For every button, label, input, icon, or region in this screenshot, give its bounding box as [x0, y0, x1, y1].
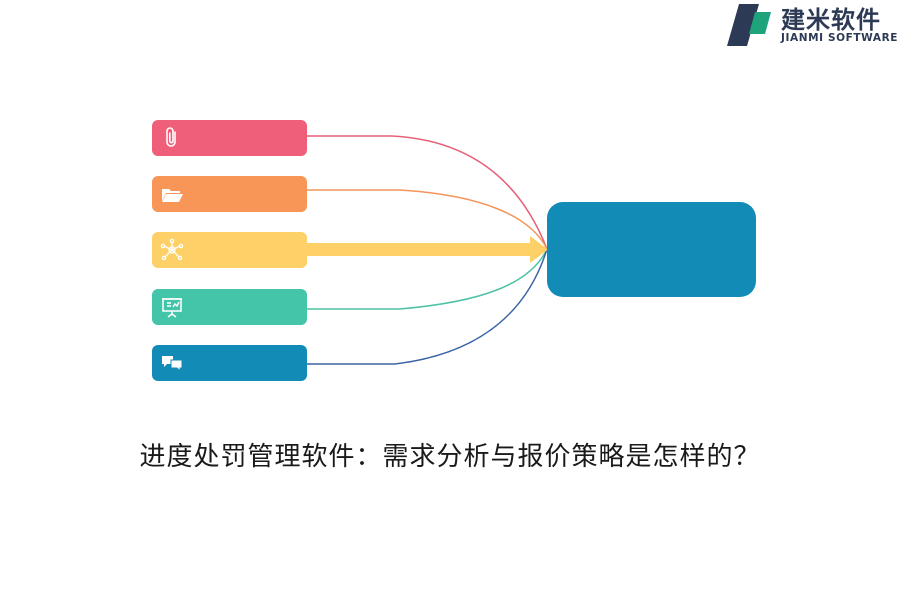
connector-line-2 — [307, 189, 548, 250]
diagram-hub — [547, 202, 756, 297]
connector-line-4 — [307, 248, 548, 310]
connector-line-1 — [307, 135, 548, 250]
diagram-node-5 — [152, 345, 307, 381]
network-icon — [160, 238, 184, 261]
brand-logo-mark-icon — [727, 4, 771, 46]
folder-open-icon — [162, 189, 183, 202]
connector-arrow-head — [530, 236, 548, 263]
brand-name-en: JIANMI SOFTWARE — [781, 32, 899, 44]
diagram-node-4 — [152, 289, 307, 325]
brand-name-cn: 建米软件 — [781, 6, 881, 34]
page-title: 进度处罚管理软件：需求分析与报价策略是怎样的？ — [139, 442, 761, 472]
diagram-node-1 — [152, 120, 307, 156]
presentation-board-icon — [162, 298, 182, 318]
chat-bubbles-icon — [162, 356, 183, 373]
paperclip-icon — [166, 127, 176, 147]
diagram-node-3 — [152, 232, 307, 268]
connector-arrow-shaft — [307, 243, 532, 256]
diagram-node-2 — [152, 176, 307, 212]
brand-logo: 建米软件 JIANMI SOFTWARE — [725, 2, 900, 48]
connector-line-5 — [307, 248, 548, 365]
